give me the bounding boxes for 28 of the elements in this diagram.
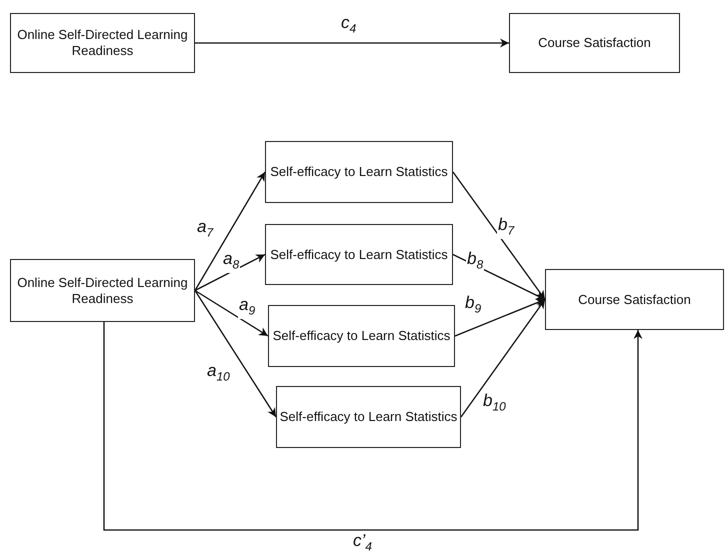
- arrow: [194, 290, 277, 418]
- arrow: [103, 322, 642, 531]
- arrow: [194, 290, 268, 337]
- arrow: [452, 254, 546, 300]
- process-box: [545, 269, 724, 330]
- box-label: Online Self-Directed Learning Readiness: [16, 274, 189, 306]
- box-label: Self-efficacy to Learn Statistics: [270, 164, 448, 180]
- process-box: [265, 141, 453, 203]
- arrow: [194, 172, 266, 291]
- process-box: [509, 13, 680, 73]
- box-label: Self-efficacy to Learn Statistics: [270, 246, 448, 262]
- arrow: [195, 38, 509, 48]
- arrow: [460, 299, 546, 418]
- process-box: [265, 224, 453, 285]
- process-box: [10, 13, 195, 73]
- box-label: Course Satisfaction: [578, 292, 691, 308]
- edge-label: b$_{7}$: [497, 216, 516, 240]
- box-label: Self-efficacy to Learn Statistics: [272, 328, 450, 344]
- arrow: [194, 254, 266, 292]
- edge-label: b$_{8}$: [466, 250, 484, 274]
- arrow: [452, 172, 546, 300]
- process-box: [268, 305, 455, 367]
- arrow: [454, 298, 546, 337]
- box-label: Course Satisfaction: [538, 35, 651, 51]
- box-label: Online Self-Directed Learning Readiness: [16, 27, 189, 59]
- process-box: [10, 259, 195, 322]
- process-box: [276, 386, 461, 448]
- box-label: Self-efficacy to Learn Statistics: [280, 409, 458, 425]
